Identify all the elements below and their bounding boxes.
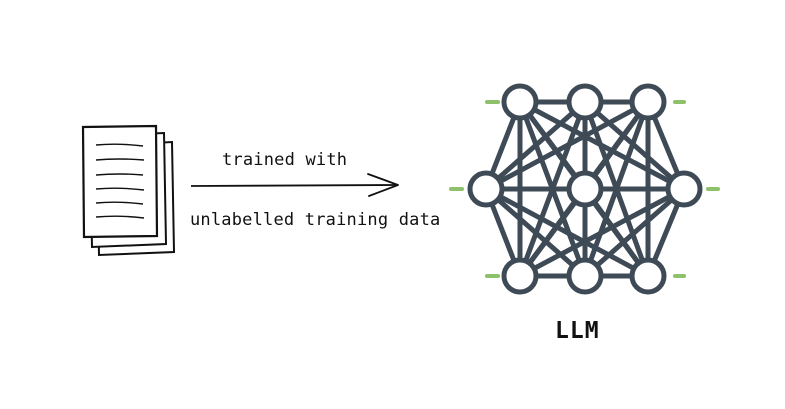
- model-label: LLM: [555, 318, 600, 344]
- edge-label-top: trained with: [222, 150, 348, 170]
- edge-label-bottom: unlabelled training data: [190, 210, 441, 230]
- network-green-ticks: [449, 100, 720, 278]
- network-nodes: [467, 83, 703, 295]
